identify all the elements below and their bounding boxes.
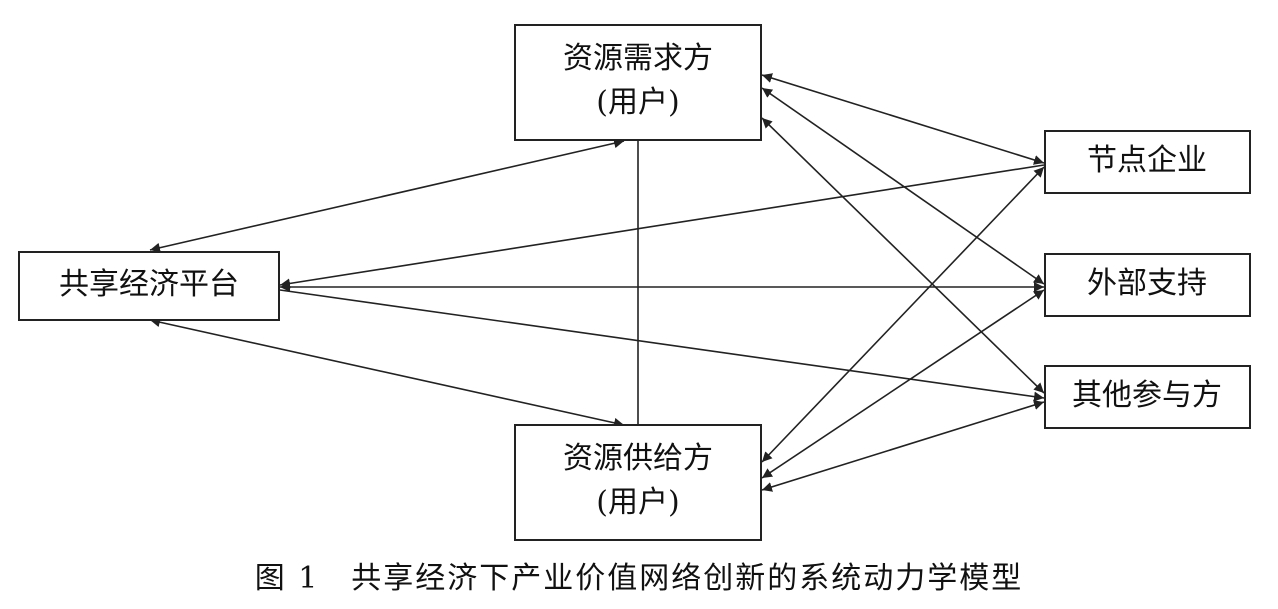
node-supply-line1: 资源供给方 [563, 441, 713, 476]
edge-supply-node-enterprise [761, 166, 1045, 463]
edge-platform-other-participants [279, 289, 1045, 402]
edge-node-enterprise-platform [279, 164, 1045, 289]
node-external-support-label: 外部支持 [1087, 266, 1207, 301]
node-other-participants-box [1044, 365, 1251, 429]
node-platform: 共享经济平台 [18, 251, 280, 321]
node-demand-line2: (用户) [596, 85, 679, 120]
edge-platform-supply [149, 317, 625, 428]
edge-layer [149, 73, 1045, 492]
node-supply-line2: (用户) [596, 485, 679, 520]
edge-platform-demand [149, 138, 625, 253]
node-enterprise-label: 节点企业 [1087, 143, 1207, 178]
node-platform-label: 共享经济平台 [59, 267, 239, 302]
node-enterprise-box [1044, 130, 1251, 194]
node-external-support-box [1044, 253, 1251, 317]
node-other-participants: 其他参与方 [1044, 365, 1251, 429]
node-demand: 资源需求方 (用户) [514, 24, 762, 141]
node-external-support: 外部支持 [1044, 253, 1251, 317]
node-enterprise: 节点企业 [1044, 130, 1251, 194]
node-demand-line1: 资源需求方 [563, 41, 713, 76]
node-platform-box [18, 251, 280, 321]
node-demand-box [514, 24, 762, 141]
node-other-participants-label: 其他参与方 [1072, 378, 1222, 413]
figure-caption: 图 1 共享经济下产业价值网络创新的系统动力学模型 [255, 561, 1024, 596]
node-supply: 资源供给方 (用户) [514, 424, 762, 541]
edge-supply-other-participants [761, 400, 1045, 492]
edge-demand-node-enterprise [761, 73, 1045, 165]
node-supply-box [514, 424, 762, 541]
edge-supply-external-support [761, 289, 1045, 479]
